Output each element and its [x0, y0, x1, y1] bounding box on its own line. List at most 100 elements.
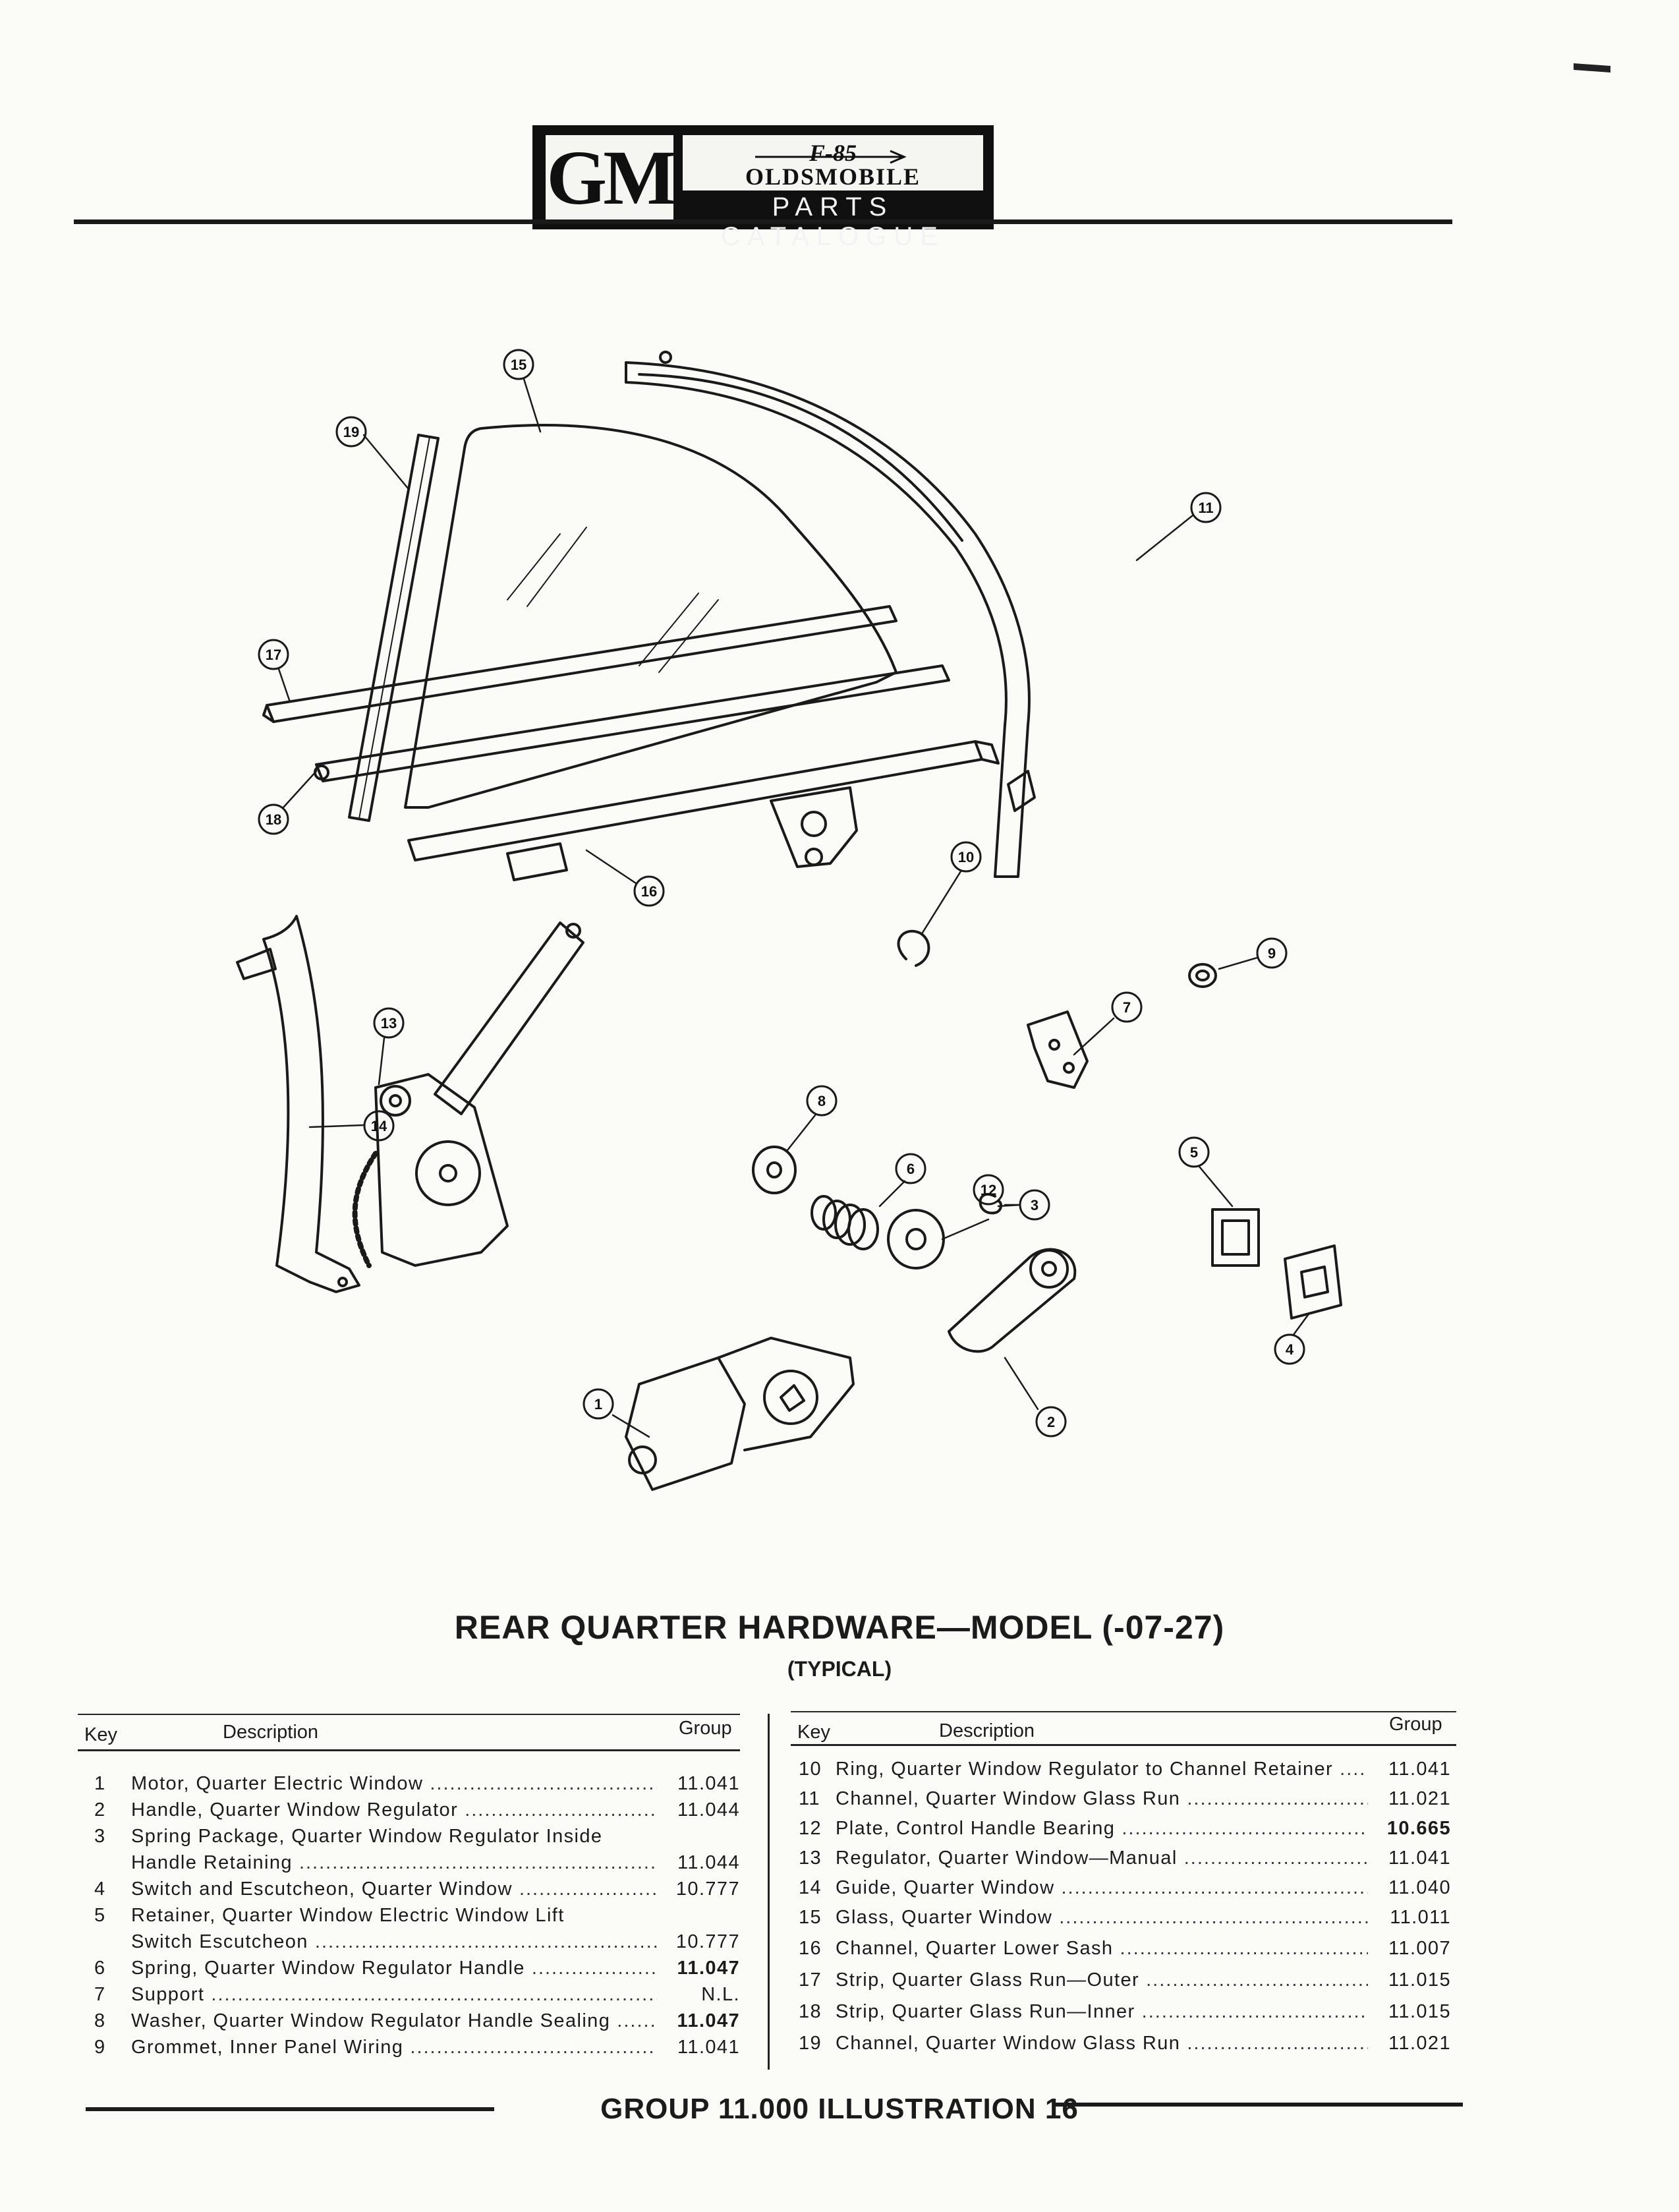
callout-19: 19 — [335, 416, 367, 448]
svg-text:4: 4 — [1286, 1341, 1294, 1358]
callout-10: 10 — [950, 841, 982, 873]
part-4-switch-escutcheon — [1284, 1244, 1342, 1320]
exploded-parts-illustration: 1 2 3 4 5 6 7 8 9 10 11 12 13 14 15 16 1… — [236, 349, 1342, 1491]
svg-text:15: 15 — [511, 357, 526, 373]
part-8-washer — [752, 1146, 797, 1194]
svg-text:12: 12 — [981, 1182, 996, 1198]
brand-name: OLDSMOBILE — [745, 163, 921, 190]
callout-9: 9 — [1256, 937, 1288, 969]
illustration-title: REAR QUARTER HARDWARE—MODEL (-07-27) — [454, 1609, 1225, 1646]
svg-text:11: 11 — [1198, 500, 1213, 516]
callout-4: 4 — [1274, 1333, 1305, 1365]
svg-text:17: 17 — [266, 647, 281, 663]
column-divider — [768, 1714, 770, 2070]
svg-text:2: 2 — [1047, 1414, 1055, 1430]
part-11-glass-run-channel — [625, 351, 1036, 878]
brand-box: F-85 OLDSMOBILE — [683, 135, 983, 190]
callout-11: 11 — [1190, 492, 1222, 523]
svg-text:6: 6 — [907, 1161, 915, 1177]
svg-text:9: 9 — [1268, 945, 1276, 962]
part-15-glass — [404, 424, 897, 809]
callout-5: 5 — [1178, 1136, 1210, 1168]
corner-mark — [1574, 63, 1610, 73]
callout-15: 15 — [503, 349, 534, 380]
svg-text:1: 1 — [594, 1396, 602, 1412]
svg-text:16: 16 — [641, 883, 657, 900]
part-12-bearing-plate — [887, 1209, 945, 1269]
callout-14: 14 — [363, 1110, 395, 1142]
left-header-key: Key — [84, 1724, 117, 1745]
part-14-quarter-window-guide — [236, 915, 360, 1293]
callout-3: 3 — [1019, 1189, 1050, 1221]
svg-text:7: 7 — [1123, 999, 1131, 1016]
svg-text:8: 8 — [818, 1093, 826, 1109]
list-item: 7SupportN.L. — [94, 1984, 740, 2006]
callout-markers: 1 2 3 4 5 6 7 8 9 10 11 12 13 14 15 16 1… — [258, 349, 1305, 1438]
right-header-description: Description — [939, 1720, 1035, 1741]
callout-8: 8 — [806, 1085, 838, 1117]
part-3-spring-clip — [979, 1193, 1003, 1215]
part-1-motor — [625, 1337, 855, 1491]
callout-1: 1 — [583, 1388, 614, 1420]
left-header-description: Description — [223, 1722, 319, 1743]
part-5-retainer — [1211, 1208, 1260, 1267]
svg-text:10: 10 — [958, 849, 974, 865]
model-badge: F-85 — [809, 140, 857, 166]
left-header-group: Group — [679, 1718, 732, 1739]
part-6-spring — [811, 1195, 879, 1250]
left-header-rule — [78, 1749, 740, 1751]
part-16-lower-sash-channel — [407, 740, 1000, 881]
callout-16: 16 — [633, 875, 665, 907]
svg-text:18: 18 — [266, 811, 281, 828]
svg-text:5: 5 — [1190, 1144, 1198, 1161]
callout-18: 18 — [258, 803, 289, 835]
svg-text:19: 19 — [343, 424, 359, 440]
right-header-group: Group — [1389, 1714, 1442, 1735]
callout-17: 17 — [258, 639, 289, 670]
right-top-rule — [791, 1711, 1456, 1712]
catalogue-label: PARTS CATALOGUE — [721, 192, 945, 251]
header-rule — [74, 219, 1452, 224]
left-top-rule — [78, 1714, 740, 1715]
callout-2: 2 — [1035, 1406, 1067, 1438]
list-item: Handle Retaining11.044 — [94, 1852, 740, 1874]
page-footer: GROUP 11.000 ILLUSTRATION 16 — [600, 2093, 1079, 2125]
part-17-strip-outer — [262, 605, 897, 723]
part-7-support — [1027, 1010, 1089, 1089]
callout-12-label: 12 — [973, 1174, 1004, 1206]
gm-logo: GM — [546, 134, 677, 221]
part-19-channel — [348, 434, 440, 822]
footer-rule-left — [86, 2107, 494, 2111]
callout-7: 7 — [1111, 991, 1143, 1023]
part-2-regulator-handle — [948, 1248, 1077, 1353]
illustration-subtitle: (TYPICAL) — [787, 1657, 892, 1681]
part-13-regulator-manual — [352, 921, 584, 1268]
callout-6: 6 — [895, 1153, 926, 1184]
svg-text:14: 14 — [371, 1118, 387, 1134]
list-item: Switch Escutcheon10.777 — [94, 1931, 740, 1953]
footer-rule-right — [1054, 2103, 1463, 2107]
model-badge-arrow-icon — [755, 150, 907, 164]
svg-text:13: 13 — [381, 1015, 397, 1032]
part-10-retainer-ring — [897, 929, 930, 967]
callout-leader-lines — [277, 378, 1309, 1438]
right-header-rule — [791, 1744, 1456, 1746]
